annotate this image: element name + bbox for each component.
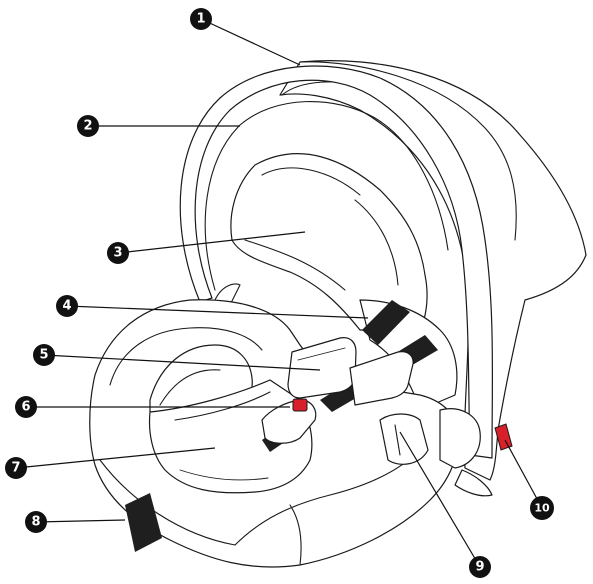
callout-3: 3 — [107, 242, 129, 264]
leader-lines — [15, 18, 543, 568]
callout-3-label: 3 — [113, 246, 122, 261]
callout-4-label: 4 — [62, 299, 71, 314]
shell-base-right — [454, 469, 493, 497]
headrest — [230, 153, 428, 331]
callout-8-label: 8 — [31, 515, 40, 530]
callout-2-label: 2 — [83, 119, 92, 134]
callout-4: 4 — [56, 295, 78, 317]
callout-6: 6 — [15, 396, 37, 418]
callout-1: 1 — [190, 8, 212, 30]
callout-8: 8 — [25, 511, 47, 533]
handle-pivot — [379, 408, 481, 469]
callout-5: 5 — [33, 344, 55, 366]
callout-6-label: 6 — [21, 400, 30, 415]
callout-7-label: 7 — [11, 461, 20, 476]
callout-1-label: 1 — [196, 12, 205, 27]
shoulder-pads — [287, 337, 414, 406]
buckle — [261, 398, 317, 444]
callout-7: 7 — [5, 457, 27, 479]
callout-10: 10 — [530, 496, 554, 520]
callout-9-label: 9 — [475, 560, 484, 575]
callout-2: 2 — [77, 115, 99, 137]
callout-10-label: 10 — [534, 502, 550, 515]
seat-cushion — [148, 379, 313, 494]
callout-9: 9 — [469, 556, 491, 578]
belt-guide — [125, 493, 162, 552]
callout-5-label: 5 — [39, 348, 48, 363]
handle-release-button — [494, 423, 513, 451]
